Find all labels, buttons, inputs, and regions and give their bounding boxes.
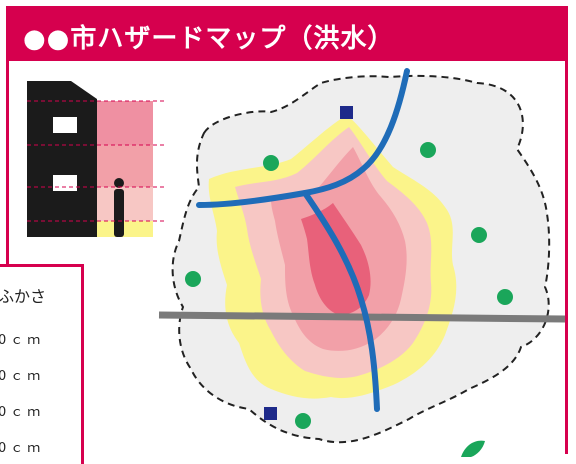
river-south bbox=[302, 190, 380, 412]
road bbox=[158, 311, 566, 323]
hazard-map bbox=[27, 68, 566, 457]
depth-legend: ふかさ 0ｃｍ 0ｃｍ 0ｃｍ 0ｃｍ bbox=[0, 264, 84, 464]
building-silhouette bbox=[27, 81, 97, 237]
building-window bbox=[53, 117, 77, 133]
building-window bbox=[53, 175, 77, 191]
shelter-marker bbox=[263, 155, 279, 171]
depth-band-pink bbox=[97, 145, 153, 187]
depth-band-lightpink bbox=[97, 187, 153, 221]
legend-title: ふかさ bbox=[0, 287, 47, 306]
depth-illustration bbox=[27, 81, 167, 237]
legend-row-1: 0ｃｍ bbox=[0, 333, 45, 348]
legend-row-2: 0ｃｍ bbox=[0, 369, 45, 384]
page-title: ●●市ハザードマップ（洪水） bbox=[23, 24, 395, 54]
hazard-map-frame: ●●市ハザードマップ（洪水） ふかさ 0ｃｍ 0ｃｍ 0ｃｍ 0ｃｍ bbox=[0, 6, 568, 464]
person-body bbox=[114, 189, 124, 237]
depth-band-yellow bbox=[97, 221, 153, 237]
legend-row-3: 0ｃｍ bbox=[0, 405, 45, 420]
shelter-marker bbox=[420, 142, 436, 158]
shelter-marker bbox=[295, 413, 311, 429]
facility-marker bbox=[264, 407, 277, 420]
shelter-marker bbox=[185, 271, 201, 287]
person-head bbox=[114, 178, 124, 188]
corner-leaf-icon bbox=[461, 440, 485, 457]
flood-zone-deep bbox=[301, 203, 371, 315]
river-north bbox=[196, 68, 410, 208]
depth-band-deep bbox=[97, 101, 153, 145]
facility-marker bbox=[340, 106, 353, 119]
shelter-marker bbox=[497, 289, 513, 305]
title-bar: ●●市ハザードマップ（洪水） bbox=[9, 9, 565, 61]
legend-row-4: 0ｃｍ bbox=[0, 441, 45, 456]
shelter-marker bbox=[471, 227, 487, 243]
